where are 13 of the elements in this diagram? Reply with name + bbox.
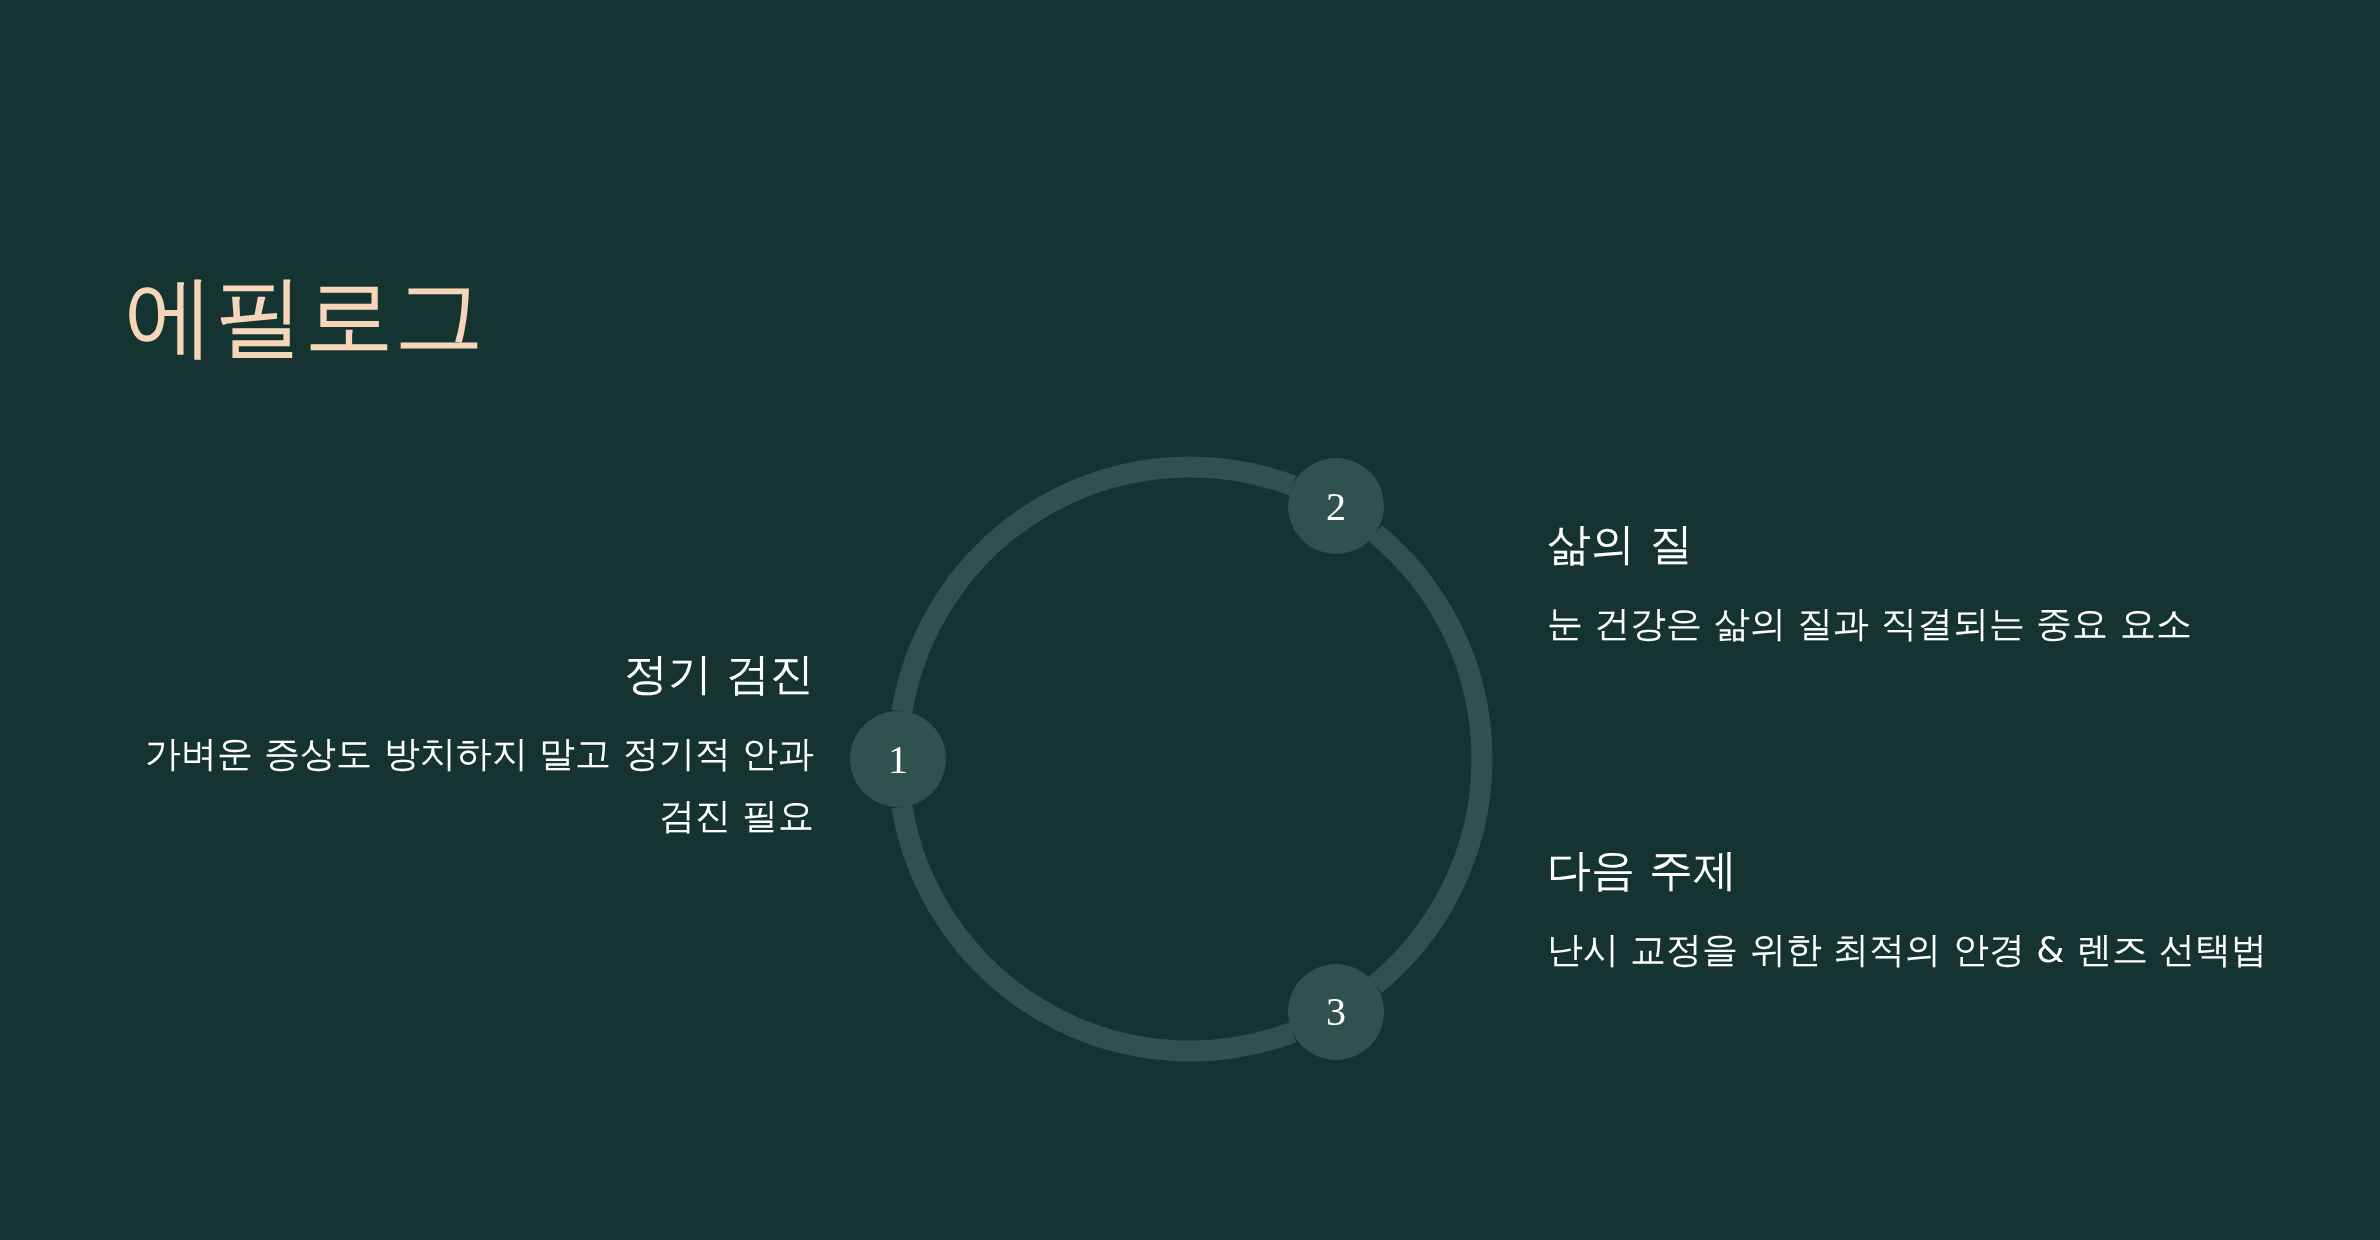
- ring-arc: [1368, 525, 1493, 993]
- ring-arc: [891, 456, 1296, 714]
- step-description: 눈 건강은 삶의 질과 직결되는 중요 요소: [1547, 601, 2193, 646]
- step-description: 가벼운 증상도 방치하지 말고 정기적 안과 검진 필요: [143, 731, 814, 838]
- step-number: 1: [888, 735, 908, 783]
- step-description: 난시 교정을 위한 최적의 안경 & 렌즈 선택법: [1547, 927, 2269, 972]
- step-heading: 삶의 질: [1547, 518, 1694, 571]
- step-heading: 다음 주제: [1547, 844, 1738, 897]
- step-number: 3: [1326, 988, 1346, 1036]
- slide-title: 에필로그: [124, 262, 484, 370]
- step-number: 2: [1326, 482, 1346, 530]
- step-heading: 정기 검진: [623, 648, 814, 701]
- ring-arc: [891, 804, 1296, 1062]
